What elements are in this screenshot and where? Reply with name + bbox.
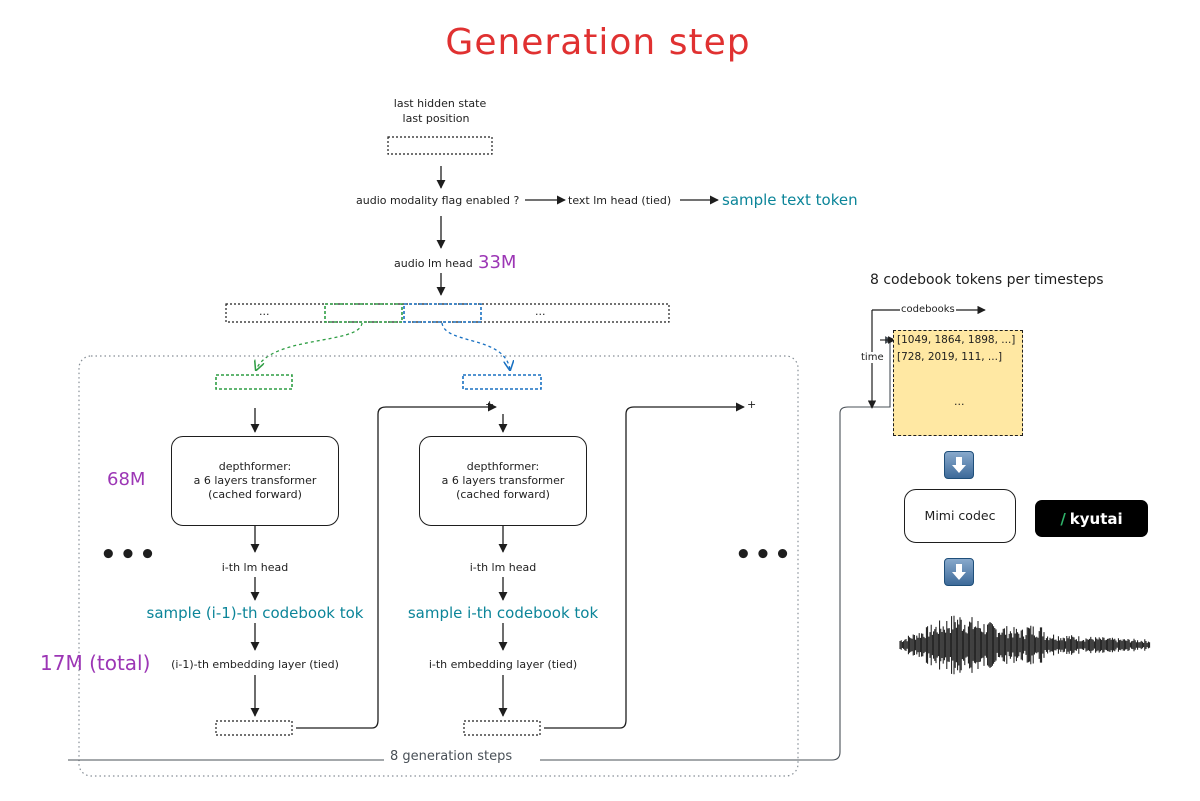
mimi-codec-box: Mimi codec bbox=[904, 489, 1016, 543]
plus-sign: + bbox=[747, 398, 757, 411]
depthformer-line: a 6 layers transformer bbox=[193, 474, 317, 487]
codebooks-label: codebooks bbox=[900, 304, 956, 315]
time-label: time bbox=[861, 352, 884, 363]
download-arrow-icon[interactable] bbox=[944, 451, 974, 479]
codebook-row: [728, 2019, 111, ...] bbox=[897, 351, 1003, 363]
download-arrow-icon[interactable] bbox=[944, 558, 974, 586]
blue-curve-arrow bbox=[441, 322, 510, 370]
kyutai-logo: / kyutai bbox=[1035, 500, 1148, 537]
lm-head-label: i-th lm head bbox=[469, 561, 537, 574]
audio-lm-head-label: audio lm head bbox=[394, 257, 473, 270]
kyutai-wordmark: kyutai bbox=[1069, 509, 1123, 528]
depthformer-line: depthformer: bbox=[218, 460, 292, 473]
blue-input-box bbox=[462, 374, 542, 390]
steps-line-right bbox=[540, 336, 893, 761]
depthformer-line: depthformer: bbox=[466, 460, 540, 473]
text-lm-head-label: text lm head (tied) bbox=[568, 194, 672, 207]
green-slice bbox=[324, 303, 403, 323]
logits-row bbox=[225, 303, 670, 323]
loop-arrow-2 bbox=[544, 402, 745, 729]
waveform-stroke bbox=[899, 615, 1151, 675]
sample-codebook-label: sample (i-1)-th codebook tok bbox=[146, 604, 364, 622]
codebook-row-more: ... bbox=[954, 395, 965, 408]
output-box-1 bbox=[215, 720, 293, 736]
green-input-box bbox=[215, 374, 293, 390]
embedding-layer-label: i-th embedding layer (tied) bbox=[428, 658, 578, 671]
generation-steps-label: 8 generation steps bbox=[390, 749, 513, 764]
sample-text-token-label: sample text token bbox=[722, 191, 858, 209]
hidden-state-box bbox=[387, 136, 493, 155]
depthformer-line: (cached forward) bbox=[208, 488, 302, 501]
output-box-2 bbox=[463, 720, 541, 736]
embedding-params: 17M (total) bbox=[40, 651, 151, 675]
last-hidden-state-label: last hidden state bbox=[393, 97, 487, 110]
mimi-codec-label: Mimi codec bbox=[924, 508, 996, 523]
more-steps-right: ••• bbox=[735, 540, 794, 570]
codebook-heading: 8 codebook tokens per timesteps bbox=[870, 272, 1104, 288]
more-steps-left: ••• bbox=[100, 540, 159, 570]
lm-head-label: i-th lm head bbox=[221, 561, 289, 574]
embedding-layer-label: (i-1)-th embedding layer (tied) bbox=[171, 658, 339, 671]
codebook-grid bbox=[893, 330, 1023, 436]
depthformer-line: a 6 layers transformer bbox=[441, 474, 565, 487]
codebook-row: [1049, 1864, 1898, ...] bbox=[897, 334, 1016, 346]
audio-head-params: 33M bbox=[478, 252, 517, 273]
loop-container bbox=[78, 355, 799, 777]
row-ellipsis-right: ... bbox=[535, 305, 546, 318]
kyutai-slash: / bbox=[1060, 509, 1066, 528]
row-ellipsis-left: ... bbox=[259, 305, 270, 318]
depthformer-line: (cached forward) bbox=[456, 488, 550, 501]
last-position-label: last position bbox=[402, 112, 470, 125]
plus-sign: + bbox=[485, 398, 495, 411]
waveform-icon bbox=[899, 615, 1151, 675]
depthformer-params: 68M bbox=[107, 469, 146, 490]
sample-codebook-label: sample i-th codebook tok bbox=[407, 604, 599, 622]
page-title: Generation step bbox=[445, 22, 751, 63]
depthformer-block: depthformer: a 6 layers transformer (cac… bbox=[419, 436, 587, 526]
blue-slice bbox=[403, 303, 482, 323]
green-curve-arrow bbox=[256, 322, 363, 370]
modality-flag-label: audio modality flag enabled ? bbox=[356, 194, 520, 207]
depthformer-block: depthformer: a 6 layers transformer (cac… bbox=[171, 436, 339, 526]
loop-arrow-1 bbox=[296, 402, 497, 729]
